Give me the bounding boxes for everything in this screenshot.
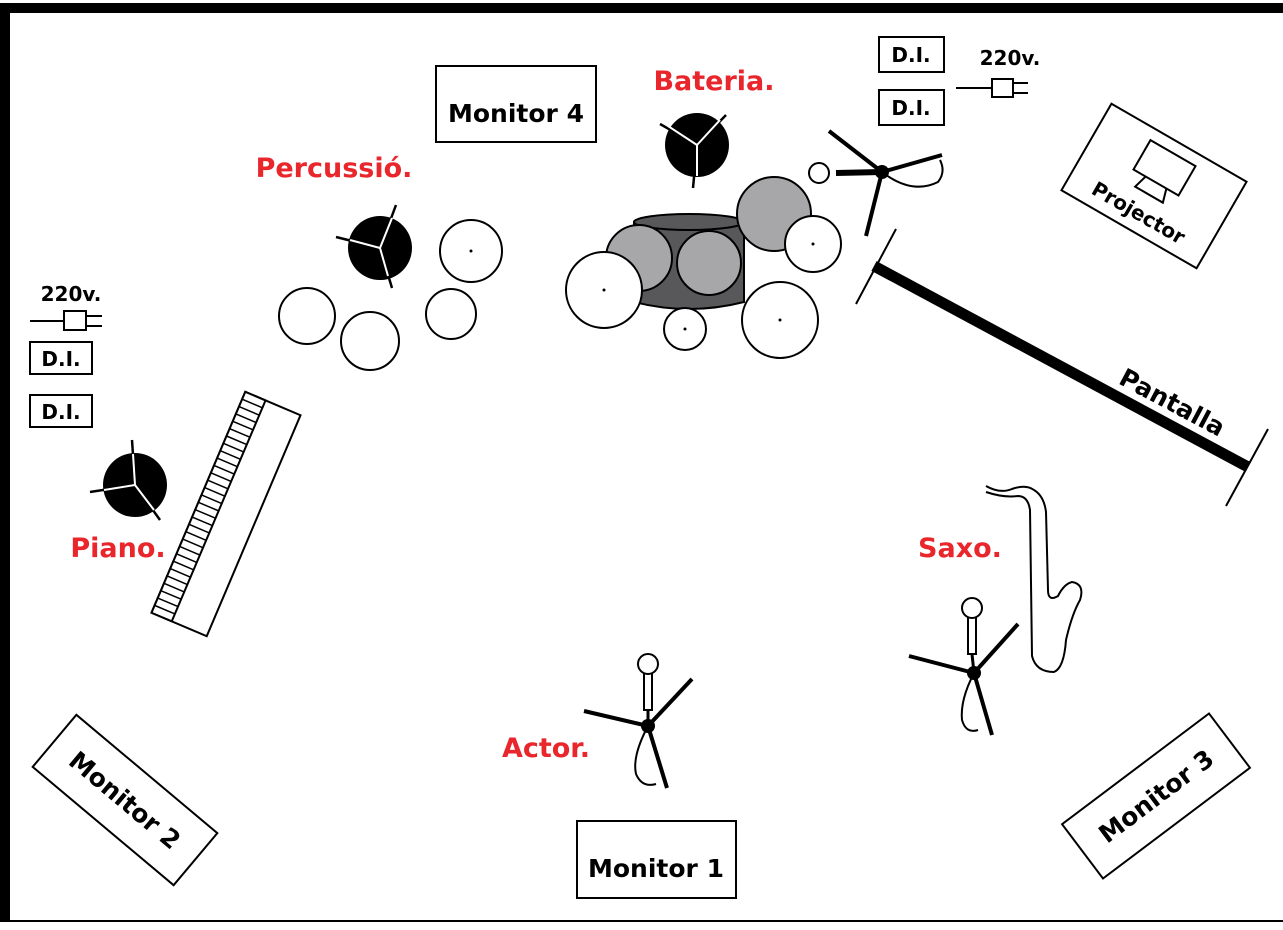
piano-key-line: [154, 604, 176, 615]
monitor-1-label: Monitor 1: [588, 854, 724, 883]
svg-text:D.I.: D.I.: [891, 43, 930, 67]
piano-key-line: [238, 405, 260, 416]
piano-amp-icon: [89, 439, 167, 521]
piano-key-line: [229, 427, 251, 438]
piano-key-line: [216, 457, 238, 468]
piano-key-line: [157, 597, 179, 608]
actor-label: Actor.: [502, 733, 590, 764]
piano-key-line: [169, 567, 191, 578]
monitor-4: Monitor 4: [435, 65, 597, 143]
piano-key-line: [188, 523, 210, 534]
piano-key-line: [241, 398, 263, 409]
piano-key-line: [182, 538, 204, 549]
piano-key-line: [213, 464, 235, 475]
svg-text:D.I.: D.I.: [41, 400, 80, 424]
piano-key-line: [207, 479, 229, 490]
drummer-amp-icon: [659, 113, 729, 189]
drum-mic-stand-icon: [808, 129, 944, 237]
piano-key-line: [223, 442, 244, 453]
piano-label: Piano.: [70, 533, 165, 564]
piano-key-line: [204, 486, 226, 497]
di-box-top-right-2: D.I.: [878, 89, 945, 126]
monitor-2: Monitor 2: [31, 713, 219, 887]
percussion-amp-icon: [335, 204, 412, 289]
piano-key-line: [191, 516, 213, 527]
piano-key-line: [201, 494, 223, 505]
piano-key-line: [173, 560, 194, 571]
keyboard-icon: [150, 390, 302, 638]
piano-key-line: [232, 420, 254, 431]
piano-key-line: [185, 531, 207, 542]
di-box-left-2: D.I.: [29, 394, 93, 428]
monitor-4-label: Monitor 4: [448, 99, 584, 128]
piano-key-line: [163, 582, 185, 593]
power-plug-icon: [956, 78, 1028, 98]
stage-border: [0, 3, 1283, 922]
saxophone-icon: [985, 485, 1083, 674]
projector-icon: Projector: [1060, 102, 1248, 270]
piano-key-line: [219, 450, 241, 461]
screen-icon: [855, 228, 1269, 507]
piano-key-line: [198, 501, 219, 512]
percussion-drums-icon: [278, 219, 503, 371]
saxo-label: Saxo.: [918, 533, 1002, 564]
di-box-top-right-1: D.I.: [878, 36, 945, 73]
piano-key-line: [194, 508, 216, 519]
di-box-left-1: D.I.: [29, 341, 93, 375]
power-label-top-right: 220v.: [980, 46, 1041, 70]
piano-key-line: [210, 472, 232, 483]
actor-mic-stand-icon: [583, 653, 694, 789]
piano-key-line: [166, 575, 188, 586]
piano-key-line: [226, 435, 248, 446]
percussio-label: Percussió.: [256, 153, 413, 184]
bateria-label: Bateria.: [653, 66, 774, 97]
piano-key-line: [235, 413, 257, 424]
monitor-3: Monitor 3: [1060, 712, 1252, 880]
piano-key-line: [160, 589, 182, 600]
power-label-left: 220v.: [41, 282, 102, 306]
drum-kit-icon: [565, 176, 842, 359]
power-plug-icon: [30, 310, 102, 331]
svg-text:D.I.: D.I.: [41, 347, 80, 371]
piano-key-line: [179, 545, 201, 556]
svg-text:D.I.: D.I.: [891, 96, 930, 120]
sax-mic-stand-icon: [908, 597, 1020, 736]
monitor-1: Monitor 1: [576, 820, 737, 899]
piano-key-line: [176, 553, 198, 564]
